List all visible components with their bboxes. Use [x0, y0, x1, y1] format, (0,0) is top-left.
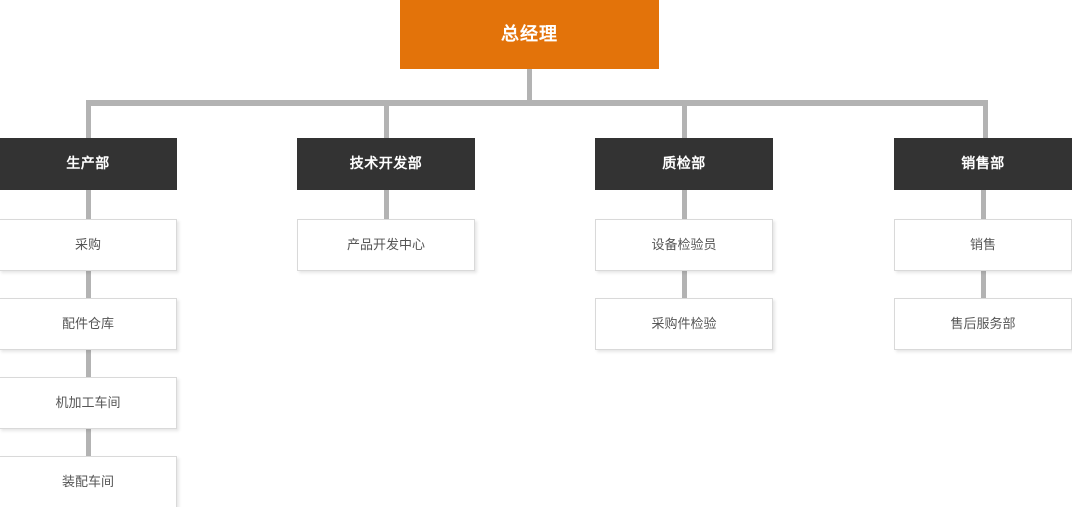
node-dept-sales[interactable]: 销售部: [894, 138, 1072, 190]
node-dept-label: 销售部: [961, 156, 1005, 172]
node-dept-label: 生产部: [66, 156, 110, 172]
node-root-general-manager[interactable]: 总经理: [400, 0, 659, 69]
node-sub-label: 采购件检验: [651, 316, 717, 332]
node-sub-machining-workshop[interactable]: 机加工车间: [0, 377, 177, 429]
node-sub-sales[interactable]: 销售: [894, 219, 1072, 271]
node-sub-label: 采购: [74, 237, 101, 253]
node-sub-label: 设备检验员: [651, 237, 717, 253]
node-sub-label: 配件仓库: [61, 316, 114, 332]
node-sub-label: 产品开发中心: [346, 237, 425, 253]
connector-col2-sub0-to-sub1: [682, 269, 687, 298]
connector-bus-to-dept-3: [983, 100, 988, 140]
connector-bus-to-dept-2: [682, 100, 687, 140]
connector-col3-sub0-to-sub1: [981, 269, 986, 298]
connector-col1-dept-to-sub0: [384, 188, 389, 221]
connector-bus-to-dept-0: [86, 100, 91, 140]
connector-root-stem: [527, 69, 532, 106]
node-sub-label: 售后服务部: [950, 316, 1016, 332]
connector-bus-to-dept-1: [384, 100, 389, 140]
connector-col0-sub1-to-sub2: [86, 348, 91, 377]
node-root-label: 总经理: [501, 23, 558, 45]
node-sub-equipment-inspector[interactable]: 设备检验员: [595, 219, 773, 271]
node-sub-purchased-parts-inspection[interactable]: 采购件检验: [595, 298, 773, 350]
node-dept-production[interactable]: 生产部: [0, 138, 177, 190]
node-sub-label: 装配车间: [61, 474, 114, 490]
node-sub-label: 机加工车间: [55, 395, 121, 411]
node-dept-technical-development[interactable]: 技术开发部: [297, 138, 475, 190]
connector-col0-sub2-to-sub3: [86, 427, 91, 456]
connector-col3-dept-to-sub0: [981, 188, 986, 221]
node-sub-parts-warehouse[interactable]: 配件仓库: [0, 298, 177, 350]
node-dept-label: 质检部: [662, 156, 706, 172]
node-sub-after-sales-service[interactable]: 售后服务部: [894, 298, 1072, 350]
node-sub-procurement[interactable]: 采购: [0, 219, 177, 271]
node-sub-assembly-workshop[interactable]: 装配车间: [0, 456, 177, 507]
node-dept-quality-inspection[interactable]: 质检部: [595, 138, 773, 190]
node-sub-product-development-center[interactable]: 产品开发中心: [297, 219, 475, 271]
connector-col2-dept-to-sub0: [682, 188, 687, 221]
connector-horizontal-bus: [86, 100, 988, 106]
node-dept-label: 技术开发部: [349, 156, 423, 172]
connector-col0-sub0-to-sub1: [86, 269, 91, 298]
node-sub-label: 销售: [969, 237, 996, 253]
connector-col0-dept-to-sub0: [86, 188, 91, 221]
